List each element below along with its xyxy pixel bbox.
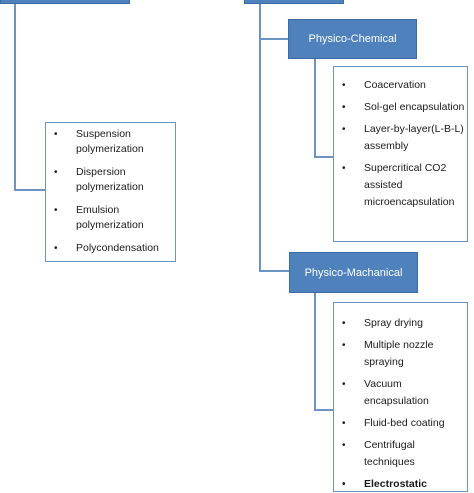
bullet-icon: • <box>342 124 346 135</box>
connector-left-vertical <box>14 4 16 191</box>
bullet-icon: • <box>54 243 58 254</box>
connector-right-vertical <box>259 4 261 272</box>
connector-chemical-vertical <box>314 59 316 158</box>
list-item: • Fluid-bed coating <box>334 415 467 432</box>
connector-left-horizontal <box>14 189 46 191</box>
connector-mechanical-vertical <box>314 293 316 411</box>
bullet-icon: • <box>342 318 346 329</box>
bullet-icon: • <box>342 479 346 490</box>
connector-right-to-mechanical <box>259 270 290 272</box>
bullet-icon: • <box>54 167 58 178</box>
chemical-methods-list: • Coacervation • Sol-gel encapsulation •… <box>333 66 468 242</box>
list-item: • Emulsion polymerization <box>54 204 144 231</box>
connector-right-to-chemical <box>259 38 289 40</box>
list-item: • Sol-gel encapsulation <box>334 99 467 116</box>
bullet-icon: • <box>54 205 58 216</box>
bullet-icon: • <box>342 80 346 91</box>
physico-chemical-box: Physico-Chemical <box>288 19 417 59</box>
bullet-icon: • <box>342 418 346 429</box>
top-right-category-box <box>244 0 344 4</box>
list-item: • Supercritical CO2 assisted microencaps… <box>342 162 455 208</box>
polymerization-methods-list: • Suspension polymerization • Dispersion… <box>45 122 176 262</box>
list-item: • Spray drying <box>334 315 467 332</box>
physico-chemical-label: Physico-Chemical <box>308 33 397 45</box>
bullet-icon: • <box>342 379 346 390</box>
bullet-icon: • <box>54 129 58 140</box>
list-item: • Centrifugal techniques <box>342 439 415 468</box>
list-item: • Suspension polymerization <box>54 128 144 155</box>
list-item: • Multiple nozzle spraying <box>342 339 434 368</box>
bullet-icon: • <box>342 440 346 451</box>
list-item: • Coacervation <box>334 77 467 94</box>
top-left-category-box <box>0 0 130 4</box>
list-item: • Dispersion polymerization <box>54 166 144 193</box>
bullet-icon: • <box>342 340 346 351</box>
mechanical-methods-list: • Spray drying • Multiple nozzle sprayin… <box>333 302 468 492</box>
physico-mechanical-label: Physico-Machanical <box>304 266 403 279</box>
list-item: • Polycondensation <box>54 242 159 254</box>
list-item: • Vacuum encapsulation <box>342 378 429 407</box>
physico-mechanical-box: Physico-Machanical <box>289 252 418 293</box>
bullet-icon: • <box>342 163 346 174</box>
connector-chemical-horizontal <box>314 156 334 158</box>
list-item: • Electrostatic <box>334 476 467 493</box>
bullet-icon: • <box>342 102 346 113</box>
list-item: • Layer-by-layer(L-B-L) assembly <box>342 123 464 152</box>
connector-mechanical-horizontal <box>314 409 334 411</box>
